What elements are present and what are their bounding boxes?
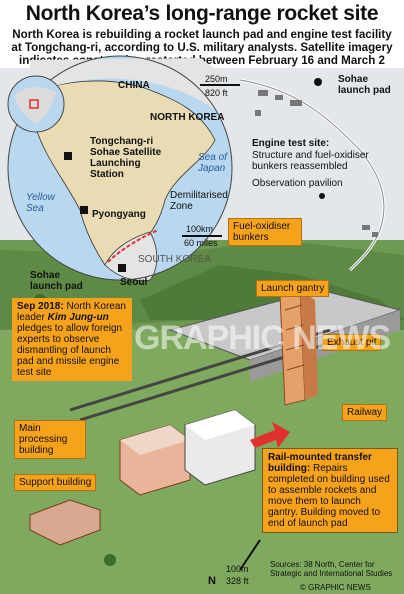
main-scale-ft: 328 ft <box>226 576 249 586</box>
label-south-korea: SOUTH KOREA <box>138 254 211 265</box>
engine-test-site-title: Engine test site: <box>252 138 330 149</box>
sep2018-pre: North Korean leader <box>17 301 126 323</box>
label-sea-of-japan: Sea of Japan <box>198 152 227 174</box>
watermark: GRAPHIC NEWS <box>134 319 391 357</box>
label-seoul: Seoul <box>120 277 148 288</box>
observation-pavilion-marker <box>319 193 325 199</box>
support-building <box>29 499 101 546</box>
observation-pavilion-label: Observation pavilion <box>252 178 343 189</box>
tag-fuel-oxidiser: Fuel-oxidiser bunkers <box>228 218 302 246</box>
label-site: Tongchang-ri Sohae Satellite Launching S… <box>90 136 162 180</box>
main-scale-m: 100m <box>226 564 249 574</box>
overview-scale-ft: 820 ft <box>205 88 228 98</box>
rail-text: Repairs completed on building used to as… <box>268 463 390 529</box>
north-arrow: N <box>208 575 216 587</box>
sep2018-callout: Sep 2018: North Korean leader Kim Jung-u… <box>12 298 132 381</box>
map-scale-miles: 60 miles <box>184 238 218 248</box>
sep2018-name: Kim Jung-un <box>47 312 109 323</box>
tag-railway: Railway <box>342 404 388 421</box>
map-scale-km: 100km <box>186 224 214 234</box>
label-yellow-sea: Yellow Sea <box>26 192 55 214</box>
main-sohae-launch-pad: Sohae launch pad <box>30 270 83 292</box>
tag-launch-gantry: Launch gantry <box>256 280 330 297</box>
credit: © GRAPHIC NEWS <box>300 583 371 592</box>
overview-scale-m: 250m <box>205 74 228 84</box>
tag-exhaust-pit: Exhaust pit <box>322 334 382 351</box>
label-north-korea: NORTH KOREA <box>150 112 225 123</box>
page-title: North Korea’s long-range rocket site <box>25 2 379 25</box>
tag-main-processing: Main processing building <box>14 420 86 459</box>
sep2018-post: pledges to allow foreign experts to obse… <box>17 323 123 378</box>
launch-pad-marker <box>314 78 322 86</box>
engine-test-site-text: Structure and fuel-oxidiser bunkers reas… <box>252 150 369 172</box>
label-china: CHINA <box>118 80 150 91</box>
overview-sohae-launch-pad: Sohae launch pad <box>338 74 391 96</box>
label-dmz: Demilitarised Zone <box>170 190 228 212</box>
rail-callout: Rail-mounted transfer building: Repairs … <box>262 448 398 533</box>
tag-support-building: Support building <box>14 474 97 491</box>
sources: Sources: 38 North, Center for Strategic … <box>270 560 393 578</box>
label-pyongyang: Pyongyang <box>92 209 146 220</box>
sep2018-date: Sep 2018: <box>17 301 64 312</box>
rail-title: Rail-mounted transfer building: <box>268 452 372 474</box>
move-arrow <box>250 422 290 448</box>
